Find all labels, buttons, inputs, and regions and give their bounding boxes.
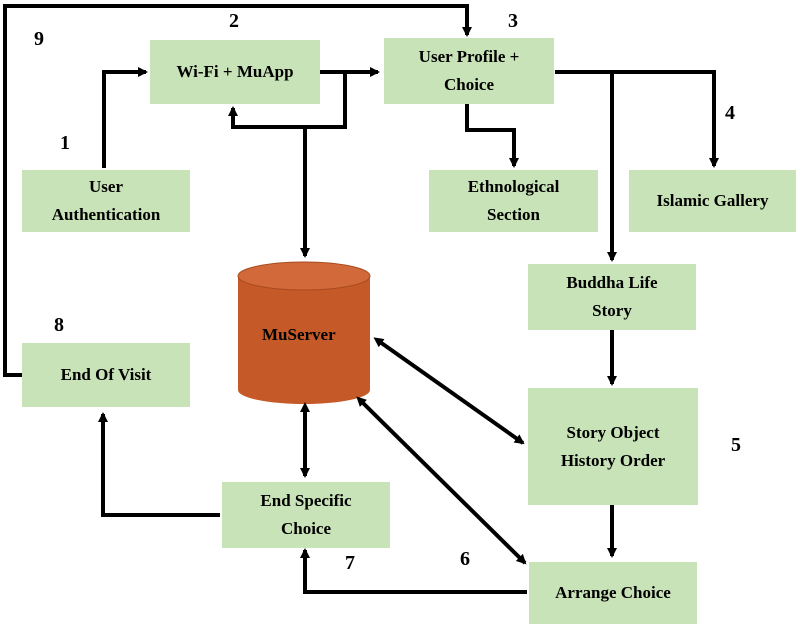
arrow-to-muserver [300, 125, 345, 258]
step-number-1: 1 [60, 132, 70, 154]
muserver-cylinder [237, 261, 371, 404]
user-profile-box: User Profile + Choice [384, 38, 554, 104]
step-number-5: 5 [731, 434, 741, 456]
story-object-history-order-box: Story Object History Order [528, 388, 698, 505]
arrow-server-arrange [356, 396, 527, 565]
step-number-9: 9 [34, 28, 44, 50]
step-number-4: 4 [725, 102, 735, 124]
wifi-muapp-box: Wi-Fi + MuApp [150, 40, 320, 104]
arrow-server-story [373, 337, 525, 445]
step-number-3: 3 [508, 10, 518, 32]
arrow-profile-to-ethno [465, 104, 519, 168]
step-number-2: 2 [229, 10, 239, 32]
arrow-endspecific-to-endvisit [98, 412, 220, 517]
ethnological-section-box: Ethnological Section [429, 170, 598, 232]
muserver-label: MuServer [262, 325, 336, 344]
arrow-profile-to-islamic [555, 70, 719, 168]
step-number-6: 6 [460, 548, 470, 570]
arrow-server-to-wifi [228, 72, 347, 129]
islamic-gallery-box: Islamic Gallery [629, 170, 796, 232]
arrow-arrange-to-endspecific [300, 548, 527, 594]
buddha-life-story-box: Buddha Life Story [528, 264, 696, 330]
step-number-7: 7 [345, 552, 355, 574]
end-of-visit-box: End Of Visit [22, 343, 190, 407]
arrow-auth-to-wifi [102, 67, 148, 168]
arrange-choice-box: Arrange Choice [529, 562, 697, 624]
user-authentication-box: User Authentication [22, 170, 190, 232]
end-specific-choice-box: End Specific Choice [222, 482, 390, 548]
arrow-endvisit-to-profile [3, 4, 472, 377]
step-number-8: 8 [54, 314, 64, 336]
